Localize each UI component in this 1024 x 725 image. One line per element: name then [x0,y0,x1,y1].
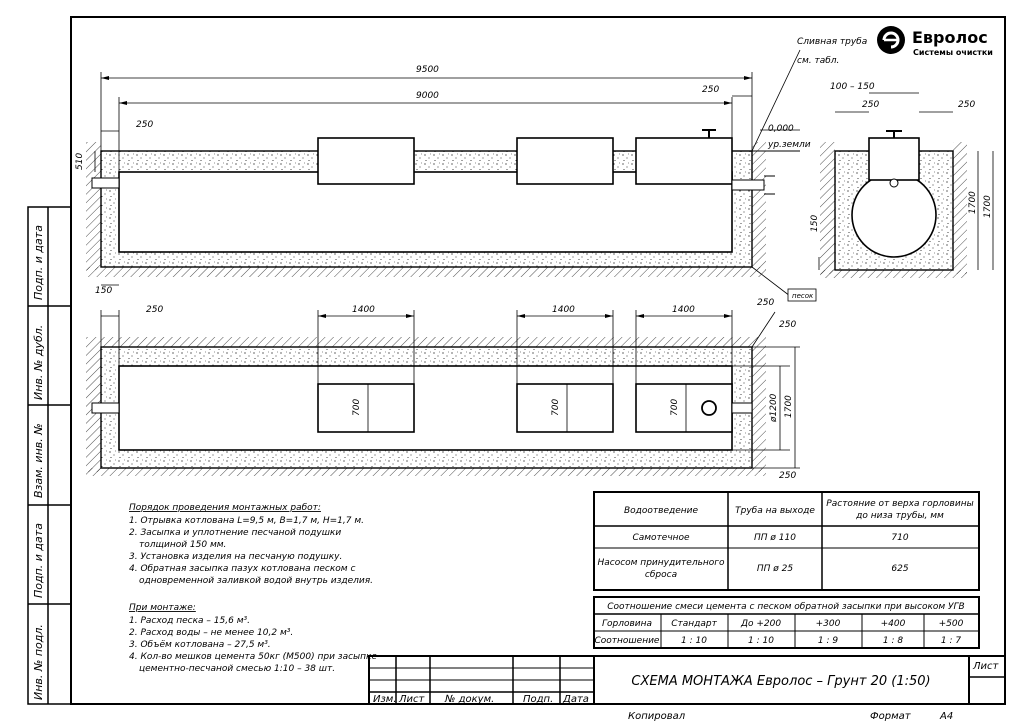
ratio-h-neck: Горловина [602,619,652,629]
evrolos-logo-icon [877,26,905,54]
logo-subtitle: Системы очистки [913,48,993,57]
drainage-header-distance-2: до низа трубы, мм [855,511,944,521]
install-note-2b: толщиной 150 мм. [139,540,226,550]
logo-name: Евролос [912,28,988,47]
ratio-v-500: 1 : 7 [941,636,961,646]
dim-bottom-cushion: 150 [95,286,112,296]
drainage-row2-pipe: ПП ø 25 [757,564,793,574]
dim-section-neck: 100 – 150 [830,82,875,92]
stamp-col-change: Изм. [373,694,397,705]
drainage-row1-pipe: ПП ø 110 [754,533,796,543]
footer-format-value: А4 [939,711,953,722]
side-label-orig-inv: Инв. № подл. [32,624,45,700]
consumption-4b: цементно-песчаной смесью 1:10 – 38 шт. [139,664,335,674]
section-view [818,92,994,278]
ratio-h-standard: Стандарт [671,619,717,629]
ratio-v-standard: 1 : 10 [681,636,707,646]
dim-hatch-width-1: 700 [352,399,362,416]
install-note-2: 2. Засыпка и уплотнение песчаной подушки [129,528,341,538]
dim-plan-width: 1700 [784,395,794,418]
ratio-v-300: 1 : 9 [818,636,838,646]
callout-ground-level: ур.земли [767,140,811,150]
ratio-v-200: 1 : 10 [748,636,774,646]
consumption-4: 4. Кол-во мешков цемента 50кг (М500) при… [129,652,377,662]
install-note-4b: одновременной заливкой водой внутрь изде… [139,576,373,586]
side-strip [27,206,72,705]
consumption-2: 2. Расход воды – не менее 10,2 м³. [129,628,293,638]
drainage-row1-type: Самотечное [632,533,690,543]
dim-plan-right-bottom: 250 [779,471,796,481]
stamp-col-sign: Подп. [523,694,553,705]
callout-drain-pipe: Сливная труба [797,37,867,47]
drainage-row1-distance: 710 [891,533,908,543]
drainage-header-type: Водоотведение [624,506,698,516]
side-label-sign-date-1: Подп. и дата [32,225,45,300]
dim-plan-right-top: 250 [757,298,774,308]
side-label-dup-inv: Инв. № дубл. [32,325,45,400]
plan-view [86,310,800,476]
consumption-1: 1. Расход песка – 15,6 м³. [129,616,250,626]
ratio-table-title: Соотношение смеси цемента с песком обрат… [607,602,964,612]
drainage-header-distance: Растояние от верха горловины [826,499,973,509]
dim-right-offset: 250 [702,85,719,95]
drainage-table [593,491,980,591]
dim-section-cushion: 150 [810,215,820,232]
dim-hatch-width-3: 700 [670,399,680,416]
ratio-h-300: +300 [816,619,841,629]
dim-section-height-1: 1700 [968,191,978,214]
footer-format: Формат [870,711,912,722]
dim-plan-right-mid: 250 [779,320,796,330]
drainage-header-pipe: Труба на выходе [735,506,815,516]
callout-sand: песок [792,292,814,300]
ratio-h-200: До +200 [740,619,781,629]
consumption-3: 3. Объём котлована – 27,5 м³. [129,640,271,650]
drawing-title: СХЕМА МОНТАЖА Евролос – Грунт 20 (1:50) [631,674,930,689]
dim-depth: 510 [75,153,85,170]
title-block [368,655,1006,705]
footer-copied: Копировал [628,711,686,722]
dim-plan-left: 250 [146,305,163,315]
ratio-table [593,596,980,649]
dim-plan-hatch3: 1400 [672,305,695,315]
callout-level: 0,000 [768,124,794,134]
dim-hatch-width-2: 700 [551,399,561,416]
dim-section-right: 250 [958,100,975,110]
side-label-replace-inv: Взам. инв. № [32,423,45,498]
ratio-v-400: 1 : 8 [883,636,903,646]
dim-total-length: 9500 [416,65,439,75]
callout-see-table: см. табл. [797,56,839,66]
dim-left-offset: 250 [136,120,153,130]
dim-plan-hatch2: 1400 [552,305,575,315]
sand-label-box [787,288,817,302]
dim-section-left: 250 [862,100,879,110]
install-note-4: 4. Обратная засыпка пазух котлована песк… [129,564,355,574]
install-note-1: 1. Отрывка котлована L=9,5 м, B=1,7 м, H… [129,516,364,526]
dim-tank-diameter: ø1200 [769,393,779,423]
ratio-v-label: Соотношение [595,636,660,646]
drainage-row2-type: Насосом принудительного [597,558,725,568]
drainage-row2-type-2: сброса [645,570,677,580]
drainage-row2-distance: 625 [891,564,908,574]
ratio-h-400: +400 [881,619,906,629]
stamp-col-doc: № докум. [444,694,494,705]
stamp-col-date: Дата [562,694,589,705]
stamp-sheet-label: Лист [972,661,1000,672]
ratio-h-500: +500 [939,619,964,629]
elevation-view [86,49,801,297]
consumption-heading: При монтаже: [129,603,196,613]
dim-section-height-2: 1700 [983,195,993,218]
install-note-3: 3. Установка изделия на песчаную подушку… [129,552,342,562]
install-notes-heading: Порядок проведения монтажных работ: [129,503,321,513]
dim-plan-hatch1: 1400 [352,305,375,315]
stamp-col-sheet: Лист [398,694,426,705]
side-label-sign-date-2: Подп. и дата [32,523,45,598]
dim-tank-length: 9000 [416,91,439,101]
